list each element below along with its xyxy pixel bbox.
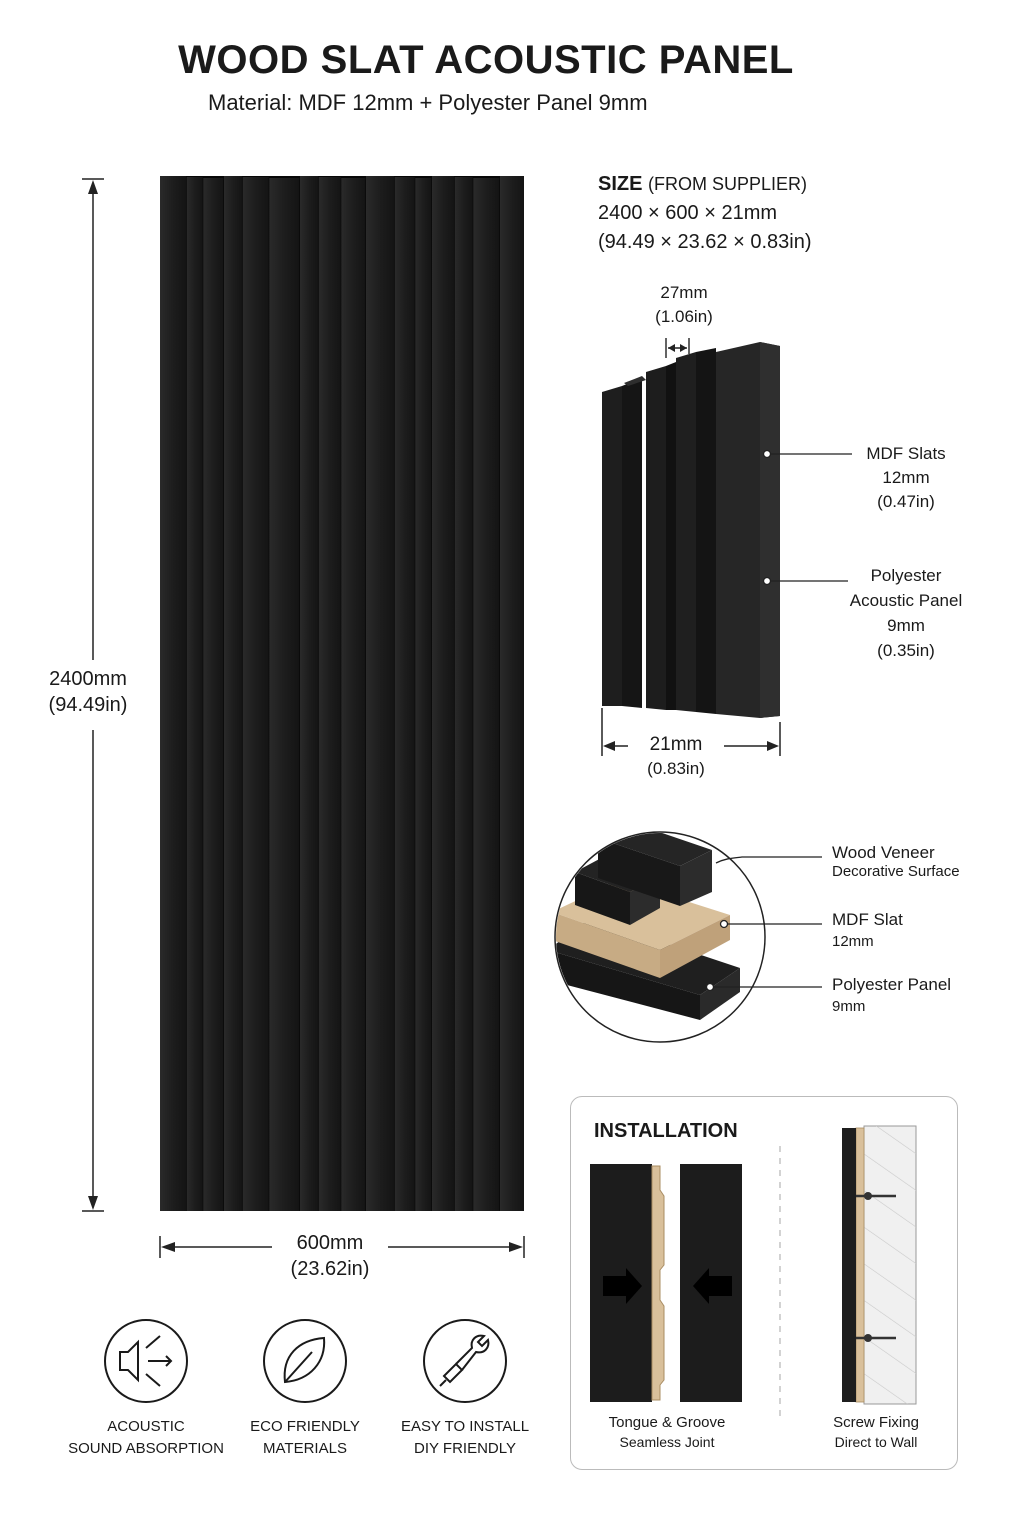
panel-slat [160, 176, 186, 1211]
polyester-panel-label: Polyester Panel 9mm [832, 975, 951, 1015]
width-label: 600mm (23.62in) [270, 1230, 390, 1282]
mdf-slats-mm: 12mm [882, 468, 930, 487]
panel-slat [366, 176, 394, 1211]
layer-detail-circle [554, 831, 766, 1043]
screw-fixing-sub: Direct to Wall [834, 1434, 918, 1450]
installation-box [570, 1096, 958, 1470]
mdf-slats-label: MDF Slats 12mm (0.47in) [846, 442, 966, 514]
panel-slat [224, 176, 242, 1211]
polyester-mm: 9mm [887, 616, 925, 635]
slat-width-label: 27mm (1.06in) [624, 281, 744, 329]
slat-width-in: (1.06in) [655, 307, 713, 326]
panel-slat [318, 177, 341, 1211]
panel-slat [454, 177, 473, 1211]
size-block: SIZE (FROM SUPPLIER) 2400 × 600 × 21mm (… [598, 170, 812, 257]
leaf-icon [263, 1319, 347, 1403]
panel-slat [394, 177, 415, 1211]
installation-title: INSTALLATION [594, 1120, 738, 1142]
depth-in: (0.83in) [647, 759, 705, 778]
page-title: WOOD SLAT ACOUSTIC PANEL [178, 38, 794, 82]
size-source: (FROM SUPPLIER) [648, 174, 808, 194]
tongue-groove-caption: Tongue & Groove Seamless Joint [588, 1414, 746, 1450]
depth-dimension-line [601, 708, 781, 756]
panel-slat [186, 177, 203, 1211]
screw-fixing-illustration [842, 1125, 917, 1405]
feature-acoustic-line1: ACOUSTIC [107, 1418, 185, 1435]
feature-install-line2: DIY FRIENDLY [414, 1440, 516, 1457]
polyester-acoustic-label: Polyester Acoustic Panel 9mm (0.35in) [836, 563, 976, 663]
feature-eco: ECO FRIENDLY MATERIALS [215, 1416, 395, 1460]
page-subtitle: Material: MDF 12mm + Polyester Panel 9mm [208, 90, 648, 115]
feature-install: EASY TO INSTALL DIY FRIENDLY [375, 1416, 555, 1460]
size-label: SIZE [598, 173, 643, 195]
size-metric: 2400 × 600 × 21mm [598, 202, 778, 224]
depth-mm: 21mm [649, 734, 703, 755]
veneer-sub: Decorative Surface [832, 863, 960, 880]
width-mm: 600mm [296, 1232, 364, 1254]
veneer-title: Wood Veneer [832, 843, 935, 862]
panel-profile-view [602, 342, 780, 718]
panel-slat [473, 178, 500, 1211]
height-in: (94.49in) [48, 694, 128, 716]
polyester-in: (0.35in) [877, 641, 935, 660]
width-in: (23.62in) [290, 1258, 370, 1280]
profile-callout-lines [762, 449, 852, 586]
tongue-groove-title: Tongue & Groove [608, 1414, 726, 1431]
mdf-slats-title: MDF Slats [866, 444, 946, 463]
mdf-slat-title: MDF Slat [832, 910, 903, 929]
height-dimension-line [82, 178, 104, 1212]
height-label: 2400mm (94.49in) [30, 666, 146, 718]
feature-eco-line1: ECO FRIENDLY [250, 1418, 360, 1435]
width-dimension-line [159, 1236, 525, 1258]
panel-slat [415, 178, 432, 1211]
size-imperial: (94.49 × 23.62 × 0.83in) [598, 231, 812, 253]
speaker-sound-icon [104, 1319, 188, 1403]
feature-eco-line2: MATERIALS [263, 1440, 347, 1457]
slat-width-mm: 27mm [660, 283, 708, 302]
polyester-title-2: Acoustic Panel [849, 591, 963, 610]
hand-wrench-icon [423, 1319, 507, 1403]
panel-slat [242, 177, 269, 1211]
panel-slat [341, 178, 366, 1211]
polyester-panel-sub: 9mm [832, 998, 866, 1015]
depth-label: 21mm (0.83in) [626, 733, 726, 781]
mdf-slat-sub: 12mm [832, 933, 874, 950]
screw-fixing-title: Screw Fixing [833, 1414, 919, 1431]
mdf-slats-in: (0.47in) [877, 492, 935, 511]
slat-width-dimension [665, 338, 690, 358]
panel-slat [500, 176, 524, 1211]
tongue-groove-illustration [590, 1164, 742, 1402]
tongue-groove-sub: Seamless Joint [619, 1434, 715, 1450]
mdf-slat-label: MDF Slat 12mm [832, 910, 903, 950]
panel-slat [203, 178, 224, 1211]
feature-acoustic: ACOUSTIC SOUND ABSORPTION [56, 1416, 236, 1460]
feature-install-line1: EASY TO INSTALL [400, 1418, 530, 1435]
polyester-title-1: Polyester [870, 566, 942, 585]
layer-callout-lines [705, 856, 822, 992]
panel-slat [432, 176, 454, 1211]
panel-slat [269, 178, 300, 1211]
veneer-label: Wood Veneer Decorative Surface [832, 843, 960, 880]
screw-fixing-caption: Screw Fixing Direct to Wall [806, 1414, 946, 1450]
acoustic-panel-front-view [160, 176, 524, 1211]
panel-slat [300, 176, 318, 1211]
feature-acoustic-line2: SOUND ABSORPTION [68, 1440, 224, 1457]
polyester-panel-title: Polyester Panel [832, 975, 952, 994]
height-mm: 2400mm [49, 668, 127, 690]
